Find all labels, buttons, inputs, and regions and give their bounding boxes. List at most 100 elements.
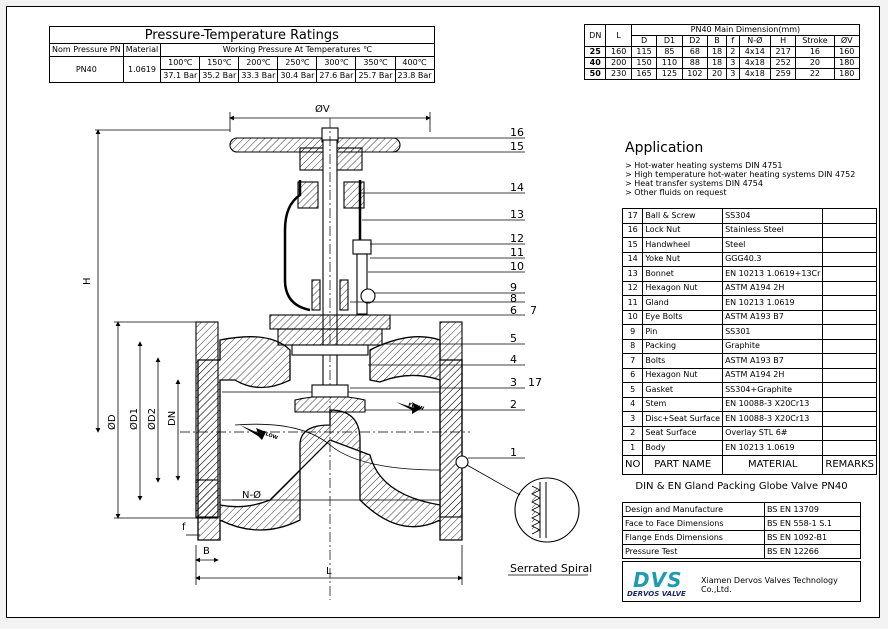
- dims-cell: 40: [583, 57, 607, 69]
- part-no: 12: [621, 280, 644, 296]
- dims-cell: 125: [656, 68, 683, 80]
- ratings-col-working: Working Pressure At Temperatures ℃: [160, 43, 435, 57]
- part-remarks: [822, 440, 877, 456]
- dim-dn: DN: [167, 411, 178, 426]
- part-remarks: [822, 222, 877, 238]
- dims-cell: 115: [630, 46, 658, 58]
- part-name: Stem: [642, 396, 724, 412]
- yoke: [283, 180, 365, 312]
- part-name: Body: [642, 440, 724, 456]
- part-no: 16: [621, 222, 644, 238]
- part-material: EN 10213 1.0619: [722, 440, 824, 456]
- dims-cell: 22: [795, 68, 835, 80]
- ratings-nominal: PN40: [49, 56, 124, 83]
- gland: [311, 239, 376, 315]
- parts-h-no: NO: [621, 454, 644, 475]
- parts-h-name: PART NAME: [642, 454, 724, 475]
- valve-title: DIN & EN Gland Packing Globe Valve PN40: [635, 481, 848, 492]
- parts-h-material: MATERIAL: [722, 454, 824, 475]
- part-remarks: [822, 295, 877, 311]
- dimension-labels: ØV H ØD ØD1 ØD2 DN N-Ø f B L FLOW FLOW S…: [82, 103, 592, 577]
- application-list: > Hot-water heating systems DIN 4751 > H…: [625, 161, 855, 197]
- part-no: 17: [621, 208, 644, 224]
- dim-d1: ØD1: [128, 408, 140, 430]
- part-no: 14: [621, 251, 644, 267]
- dims-header: Stroke: [795, 35, 835, 47]
- handwheel: [229, 127, 401, 171]
- part-name: Hexagon Nut: [642, 367, 724, 383]
- detail-label: Serrated Spiral: [510, 562, 592, 575]
- callout-17: 17: [528, 376, 542, 389]
- part-material: EN 10088-3 X20Cr13: [722, 396, 824, 412]
- callout-1: 1: [510, 446, 517, 459]
- dims-cell: 50: [583, 68, 607, 80]
- standard-item: Face to Face Dimensions: [622, 516, 765, 531]
- dims-header: ØV: [833, 35, 861, 47]
- part-name: Handwheel: [642, 237, 724, 253]
- callout-10: 10: [510, 260, 524, 273]
- part-material: Overlay STL 6#: [722, 425, 824, 441]
- part-remarks: [822, 251, 877, 267]
- valve-body: [195, 321, 469, 541]
- dims-cell: 85: [656, 46, 683, 58]
- part-remarks: [822, 208, 877, 224]
- company-logo: DVS: [633, 568, 683, 592]
- dims-cell: 165: [630, 68, 658, 80]
- bonnet: [269, 314, 391, 356]
- callout-11: 11: [510, 246, 524, 259]
- part-no: 11: [621, 295, 644, 311]
- dims-cell: 2: [726, 46, 740, 58]
- dim-l: L: [326, 566, 332, 577]
- part-remarks: [822, 367, 877, 383]
- part-name: Bonnet: [642, 266, 724, 282]
- callout-16: 16: [510, 126, 524, 139]
- standard-item: Design and Manufacture: [622, 502, 765, 517]
- callout-13: 13: [510, 208, 524, 221]
- callout-8: 8: [510, 292, 517, 305]
- dims-cell: 102: [681, 68, 709, 80]
- part-remarks: [822, 425, 877, 441]
- ratings-temp: 150℃: [199, 56, 240, 70]
- part-material: ASTM A194 2H: [722, 367, 824, 383]
- part-name: Lock Nut: [642, 222, 724, 238]
- part-material: Stainless Steel: [722, 222, 824, 238]
- dims-cell: 3: [726, 68, 740, 80]
- part-no: 10: [621, 309, 644, 325]
- dims-header: f: [726, 35, 740, 47]
- ratings-pressure: 37.1 Bar: [160, 69, 201, 83]
- part-remarks: [822, 338, 877, 354]
- flow-arrows: [240, 402, 422, 440]
- part-name: Packing: [642, 338, 724, 354]
- ratings-temp: 250℃: [277, 56, 318, 70]
- flow-label-2: FLOW: [407, 402, 425, 412]
- part-remarks: [822, 411, 877, 427]
- dims-cell: 16: [795, 46, 835, 58]
- ratings-temp: 200℃: [238, 56, 279, 70]
- part-no: 3: [621, 411, 644, 427]
- part-material: EN 10213 1.0619: [722, 295, 824, 311]
- part-name: Ball & Screw: [642, 208, 724, 224]
- part-name: Disc+Seat Surface: [642, 411, 724, 427]
- dims-h-l: L: [605, 24, 632, 47]
- part-name: Hexagon Nut: [642, 280, 724, 296]
- callout-numbers: 16 15 14 13 12 11 10 9 8 6 7 5 4 3 17 2 …: [510, 126, 542, 459]
- part-material: Steel: [722, 237, 824, 253]
- dim-h: H: [82, 277, 93, 285]
- dims-cell: 18: [707, 57, 728, 69]
- application-item: > Hot-water heating systems DIN 4751: [625, 161, 783, 170]
- part-material: EN 10213 1.0619+13Cr: [722, 266, 824, 282]
- dims-row: 25 160 115 85 68 18 2 4x14 217 16 160: [583, 46, 861, 58]
- ratings-col-nom: Nom Pressure PN: [49, 43, 124, 57]
- dim-v: ØV: [315, 103, 330, 115]
- dims-header: D: [630, 35, 658, 47]
